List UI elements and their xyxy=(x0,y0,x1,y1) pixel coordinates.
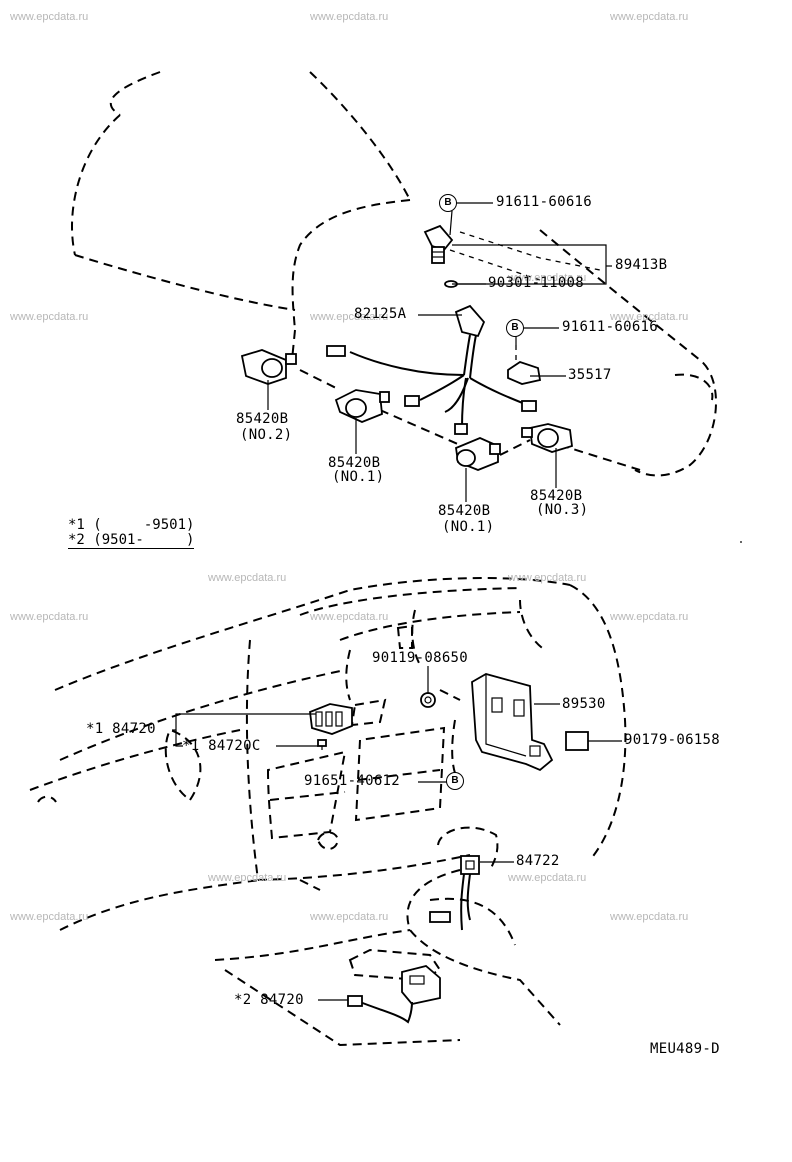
watermark: www.epcdata.ru xyxy=(10,11,89,23)
dashboard-outline xyxy=(29,577,627,1047)
watermark: www.epcdata.ru xyxy=(310,611,389,623)
watermark: www.epcdata.ru xyxy=(10,911,89,923)
applicability-note-2: *2 (9501- ) xyxy=(68,532,195,549)
part-label-sensor-no1-bottom-sub: (NO.1) xyxy=(442,519,495,535)
part-label-sensor-no2-sub: (NO.2) xyxy=(240,427,293,443)
bolt-marker-bottom: B xyxy=(446,772,464,790)
part-label-switch-1c: *1 84720C xyxy=(182,738,261,754)
bolt-marker-top: B xyxy=(439,194,457,212)
sensor-no2-drawing xyxy=(240,349,297,385)
part-label-harness: 82125A xyxy=(354,306,407,322)
connector-84722-drawing xyxy=(429,855,480,931)
sensor-no3-drawing xyxy=(521,423,573,453)
part-label-clamp: 35517 xyxy=(568,367,612,383)
nut-90119-drawing xyxy=(420,692,436,708)
part-label-bolt-b: 91611-60616 xyxy=(562,319,659,335)
watermark: www.epcdata.ru xyxy=(310,311,389,323)
watermark: www.epcdata.ru xyxy=(10,311,89,323)
watermark: www.epcdata.ru xyxy=(508,572,587,584)
watermark: www.epcdata.ru xyxy=(310,911,389,923)
bottom-leader-lines xyxy=(172,541,742,1001)
part-label-connector: 84722 xyxy=(516,853,560,869)
part-label-sensor-no1-bottom: 85420B xyxy=(438,503,491,519)
watermark: www.epcdata.ru xyxy=(208,872,287,884)
part-label-bolt-a: 91611-60616 xyxy=(496,194,593,210)
part-label-sensor-no3-sub: (NO.3) xyxy=(536,502,589,518)
harness-82125a-drawing xyxy=(326,304,537,435)
watermark: www.epcdata.ru xyxy=(610,611,689,623)
outline-roof xyxy=(71,114,121,256)
switch-84720-lower-drawing xyxy=(347,965,441,1024)
part-label-screw: 90179-06158 xyxy=(624,732,721,748)
top-leader-lines xyxy=(267,202,612,502)
part-label-sensor-no2: 85420B xyxy=(236,411,289,427)
part-label-nut: 90119-08650 xyxy=(372,650,469,666)
bracket-89413b-drawing xyxy=(423,224,458,288)
part-label-switch-1: *1 84720 xyxy=(86,721,156,737)
watermark: www.epcdata.ru xyxy=(508,872,587,884)
watermark: www.epcdata.ru xyxy=(508,272,587,284)
watermark: www.epcdata.ru xyxy=(610,11,689,23)
bolt-marker-mid: B xyxy=(506,319,524,337)
applicability-note-1: *1 ( -9501) xyxy=(68,517,195,533)
computer-89530-drawing xyxy=(471,673,554,772)
part-label-switch-2: *2 84720 xyxy=(234,992,304,1008)
watermark: www.epcdata.ru xyxy=(208,572,287,584)
screw-90179-drawing xyxy=(565,731,589,751)
bolt-84720c-drawing xyxy=(317,739,327,750)
switch-84720-drawing xyxy=(309,703,353,735)
part-label-sensor-no1-left: 85420B xyxy=(328,455,381,471)
watermark: www.epcdata.ru xyxy=(610,311,689,323)
watermark: www.epcdata.ru xyxy=(610,911,689,923)
diagram-code: MEU489-D xyxy=(650,1041,720,1057)
sensor-no1-bottom-drawing xyxy=(455,437,501,471)
part-label-washer: 90301-11008 xyxy=(488,275,585,291)
part-label-computer: 89530 xyxy=(562,696,606,712)
part-label-bracket-assy: 89413B xyxy=(615,257,668,273)
sensor-no1-left-drawing xyxy=(334,389,390,423)
part-label-bolt-c: 91651-40612 xyxy=(304,773,401,789)
part-label-sensor-no1-left-sub: (NO.1) xyxy=(332,469,385,485)
watermark: www.epcdata.ru xyxy=(10,611,89,623)
clamp-35517-drawing xyxy=(507,361,542,385)
part-label-sensor-no3: 85420B xyxy=(530,488,583,504)
watermark: www.epcdata.ru xyxy=(310,11,389,23)
